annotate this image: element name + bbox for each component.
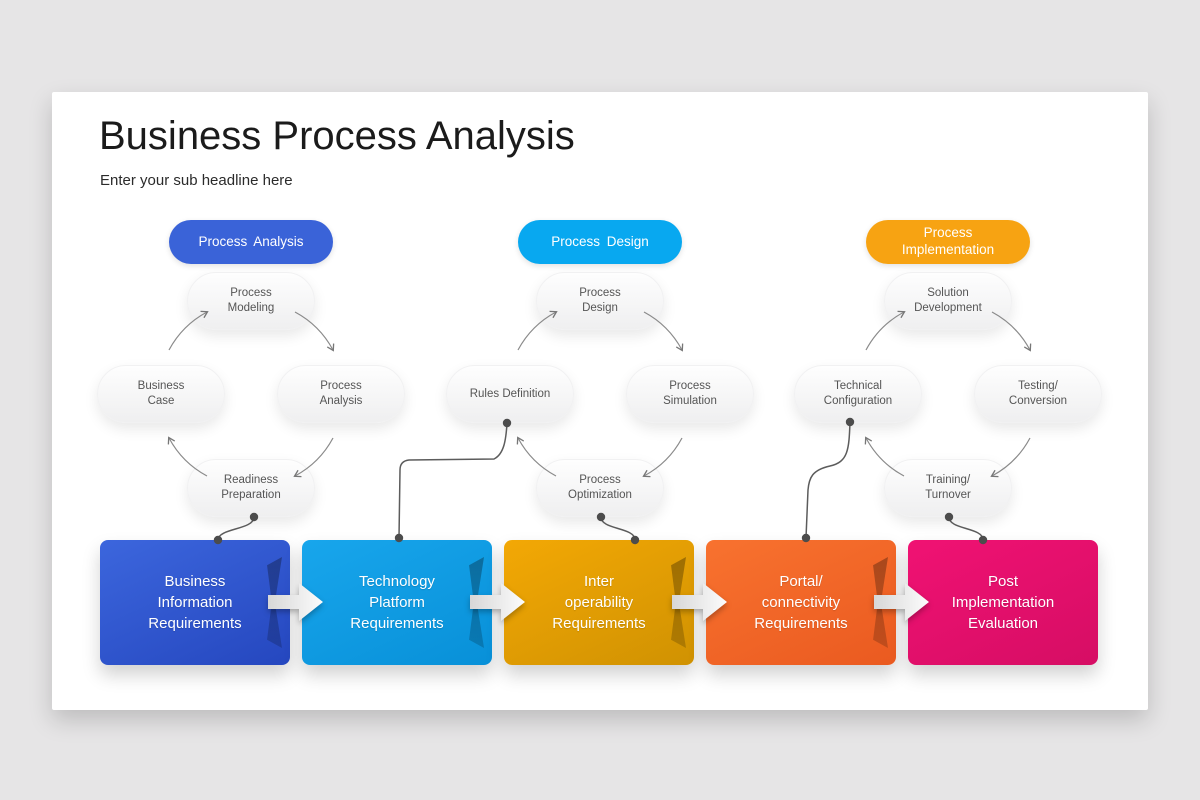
node-process-modeling: Process Modeling <box>187 272 315 330</box>
step-label: Inter operability Requirements <box>552 573 646 632</box>
step-label: Portal/ connectivity Requirements <box>754 573 848 632</box>
step-post-implementation-evaluation: Post Implementation Evaluation <box>908 540 1098 665</box>
step-arrow-icon <box>268 583 323 621</box>
step-arrow-icon <box>470 583 525 621</box>
step-interoperability-requirements: Inter operability Requirements <box>504 540 694 665</box>
step-label: Post Implementation Evaluation <box>951 573 1055 632</box>
node-testing-conversion: Testing/ Conversion <box>974 365 1102 423</box>
step-technology-platform-requirements: Technology Platform Requirements <box>302 540 492 665</box>
page-title: Business Process Analysis <box>99 114 575 158</box>
step-portal-connectivity-requirements: Portal/ connectivity Requirements <box>706 540 896 665</box>
page-subtitle: Enter your sub headline here <box>100 172 293 189</box>
cycle-header-process-design: Process Design <box>518 220 682 264</box>
cycle-process-analysis: Process Analysis Process Modeling Proces… <box>86 220 416 530</box>
slide: Business Process Analysis Enter your sub… <box>52 92 1148 710</box>
node-process-analysis: Process Analysis <box>277 365 405 423</box>
step-label: Business Information Requirements <box>148 573 242 632</box>
step-business-information-requirements: Business Information Requirements <box>100 540 290 665</box>
cycle-process-implementation: Process Implementation Solution Developm… <box>783 220 1113 530</box>
node-process-simulation: Process Simulation <box>626 365 754 423</box>
node-training-turnover: Training/ Turnover <box>884 459 1012 517</box>
node-process-design: Process Design <box>536 272 664 330</box>
node-rules-definition: Rules Definition <box>446 365 574 423</box>
node-process-optimization: Process Optimization <box>536 459 664 517</box>
node-readiness-preparation: Readiness Preparation <box>187 459 315 517</box>
cycle-header-process-implementation: Process Implementation <box>866 220 1030 264</box>
node-business-case: Business Case <box>97 365 225 423</box>
step-arrow-icon <box>874 583 929 621</box>
node-technical-configuration: Technical Configuration <box>794 365 922 423</box>
cycle-header-process-analysis: Process Analysis <box>169 220 333 264</box>
node-solution-development: Solution Development <box>884 272 1012 330</box>
cycle-process-design: Process Design Process Design Process Si… <box>435 220 765 530</box>
step-label: Technology Platform Requirements <box>350 573 444 632</box>
step-arrow-icon <box>672 583 727 621</box>
